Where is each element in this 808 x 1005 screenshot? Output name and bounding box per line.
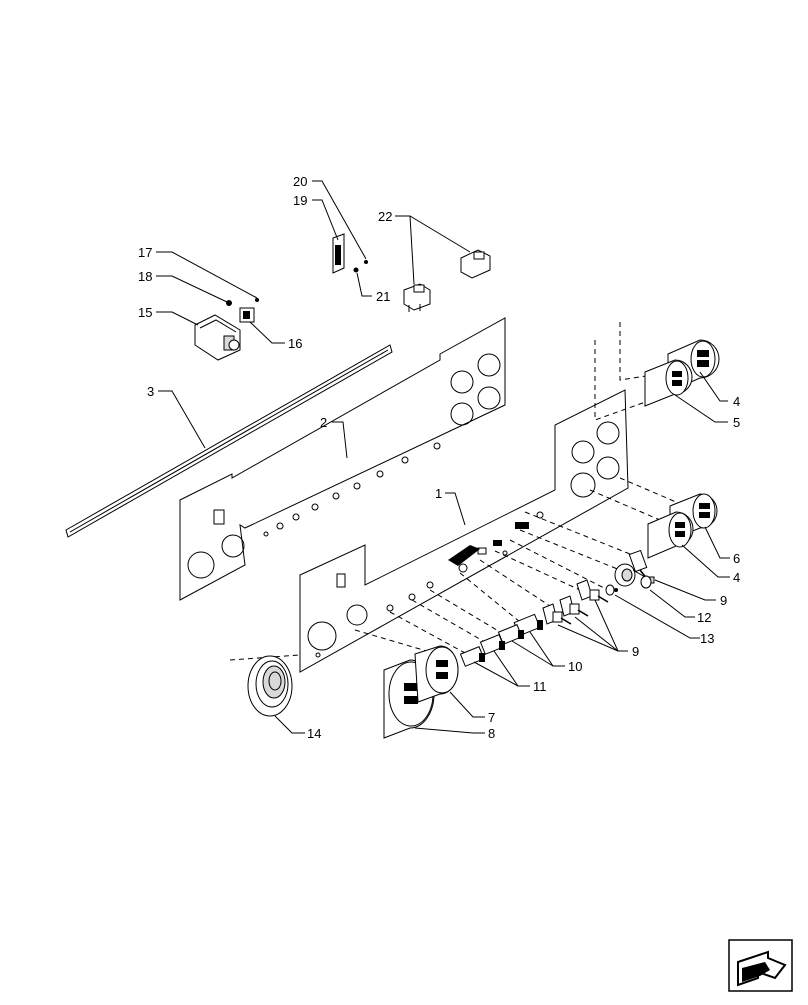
part-1-front-panel bbox=[299, 389, 629, 673]
callout-14: 14 bbox=[307, 726, 321, 741]
screw-20 bbox=[364, 260, 368, 264]
next-page-arrow-icon[interactable] bbox=[728, 939, 793, 992]
switch-11a bbox=[479, 634, 505, 655]
callout-22: 22 bbox=[378, 209, 392, 224]
module-19 bbox=[332, 233, 345, 274]
callout-9-right: 9 bbox=[720, 593, 727, 608]
ignition-switch-12 bbox=[614, 563, 652, 589]
screw-17 bbox=[255, 298, 259, 302]
switch-11b bbox=[459, 646, 485, 667]
gauge-4-lower bbox=[647, 511, 694, 559]
part-2-back-panel bbox=[179, 317, 506, 601]
rocker-switch-9a bbox=[576, 579, 609, 603]
callout-20: 20 bbox=[293, 174, 307, 189]
rocker-switch-9c bbox=[542, 603, 572, 625]
gauge-5-upper bbox=[644, 359, 693, 407]
callout-18: 18 bbox=[138, 269, 152, 284]
callout-17: 17 bbox=[138, 245, 152, 260]
callout-4-lower: 4 bbox=[733, 570, 740, 585]
washer-18 bbox=[226, 300, 232, 306]
callout-9-lower: 9 bbox=[632, 644, 639, 659]
fuse-holder-13 bbox=[605, 584, 618, 596]
relay-block-15 bbox=[194, 314, 241, 361]
callout-19: 19 bbox=[293, 193, 307, 208]
callout-4-upper: 4 bbox=[733, 394, 740, 409]
explode-lines bbox=[229, 322, 691, 672]
callout-12: 12 bbox=[697, 610, 711, 625]
callout-2: 2 bbox=[320, 415, 327, 430]
callout-15: 15 bbox=[138, 305, 152, 320]
nut-21 bbox=[353, 267, 359, 273]
callout-13: 13 bbox=[700, 631, 714, 646]
switch-9-right bbox=[628, 549, 655, 584]
relay-22-left bbox=[403, 283, 431, 312]
callout-labels: 1 2 3 4 5 6 4 9 12 13 9 10 11 7 8 14 15 … bbox=[138, 174, 740, 741]
callout-21: 21 bbox=[376, 289, 390, 304]
part-3-mounting-strip bbox=[65, 344, 393, 538]
callout-8: 8 bbox=[488, 726, 495, 741]
rocker-switch-9b bbox=[559, 595, 589, 617]
callout-3: 3 bbox=[147, 384, 154, 399]
callout-1: 1 bbox=[435, 486, 442, 501]
horn-14 bbox=[247, 655, 293, 717]
callout-6: 6 bbox=[733, 551, 740, 566]
callout-11: 11 bbox=[533, 679, 547, 694]
callout-16: 16 bbox=[288, 336, 302, 351]
callout-7: 7 bbox=[488, 710, 495, 725]
connector-16 bbox=[239, 307, 255, 323]
leader-lines bbox=[156, 180, 730, 734]
relay-22-right bbox=[460, 249, 491, 279]
gauge-7 bbox=[414, 645, 459, 703]
callout-10: 10 bbox=[568, 659, 582, 674]
callout-5: 5 bbox=[733, 415, 740, 430]
